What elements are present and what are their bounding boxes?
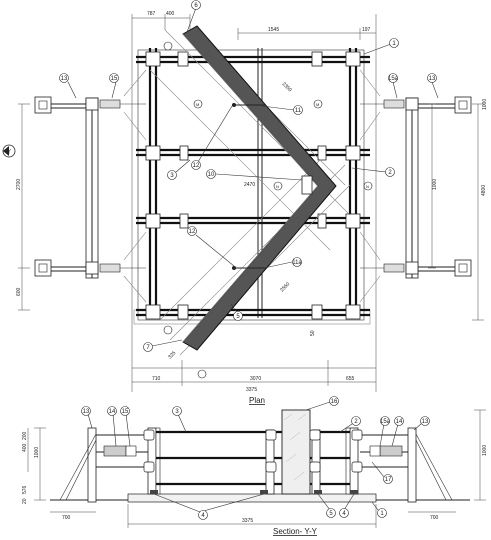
base-slab <box>127 493 377 503</box>
dim-bottom-mid: 3070 <box>250 376 261 382</box>
svg-text:M: M <box>196 102 199 107</box>
sec-balloon-2: 2 <box>354 419 358 425</box>
section-title: Section- Y-Y <box>273 527 318 536</box>
dim-top-right: 197 <box>362 27 371 33</box>
balloon-15a: 15a <box>388 76 399 82</box>
plan-balloons: 6 1 13 15 15a 13 11 3 12 <box>59 0 439 352</box>
balloon-3: 3 <box>170 173 174 179</box>
sec-balloon-3: 3 <box>175 409 179 415</box>
dim-small-325: 325 <box>167 350 177 360</box>
sec-balloon-4-right: 4 <box>342 511 346 517</box>
balloon-12-upper: 12 <box>193 163 200 169</box>
balloon-1: 1 <box>392 41 396 47</box>
dim-right-small: 1000 <box>432 179 438 190</box>
dim-right-upper: 1000 <box>482 99 488 110</box>
sec-balloon-15: 15 <box>122 409 129 415</box>
sec-dim-bottom-left: 700 <box>62 515 71 521</box>
dim-top-left-b: 400 <box>166 11 175 17</box>
dim-right-total: 4800 <box>481 185 487 196</box>
balloon-15: 15 <box>111 76 118 82</box>
chevron-walkway <box>182 25 337 351</box>
plan-view: M M N N <box>2 0 488 405</box>
section-balloons: 13 14 15 3 16 2 15a 14 13 <box>81 396 430 520</box>
balloon-13-right: 13 <box>429 76 436 82</box>
left-support <box>18 69 147 311</box>
dim-bottom-left: 710 <box>152 376 161 382</box>
sec-dim-left-200: 200 <box>22 431 28 440</box>
balloon-11: 11 <box>295 108 302 114</box>
balloon-10: 10 <box>208 172 215 178</box>
balloon-2: 2 <box>388 170 392 176</box>
dim-diag-lower: 2550 <box>279 281 291 293</box>
sec-balloon-13-right: 13 <box>422 419 429 425</box>
sec-balloon-13-left: 13 <box>83 409 90 415</box>
balloon-7: 7 <box>146 345 150 351</box>
sec-balloon-1: 1 <box>380 511 384 517</box>
sec-dim-left-1000: 1000 <box>34 447 40 458</box>
dim-left-upper: 2700 <box>16 179 22 190</box>
sec-balloon-14-left: 14 <box>109 409 116 415</box>
sec-balloon-14-right: 14 <box>396 419 403 425</box>
sec-dim-bottom-right: 700 <box>430 515 439 521</box>
central-column <box>281 409 311 495</box>
svg-text:N: N <box>366 184 369 189</box>
section-view: 1000 400 200 576 20 1000 700 3375 700 13… <box>22 396 488 536</box>
base-plinth <box>133 309 371 325</box>
sec-balloon-15a: 15a <box>380 419 391 425</box>
sec-dim-left-400: 400 <box>22 443 28 452</box>
dim-bottom-right: 655 <box>346 376 355 382</box>
dim-top-left-a: 787 <box>147 11 156 17</box>
balloon-12-lower: 12 <box>189 229 196 235</box>
sec-dim-left-20: 20 <box>22 498 28 504</box>
dim-inner: 2470 <box>244 182 255 188</box>
sec-balloon-17: 17 <box>385 477 392 483</box>
balloon-11a: 11a <box>292 260 302 266</box>
sec-balloon-5: 5 <box>329 511 333 517</box>
sec-dim-bottom-total: 3375 <box>242 518 253 524</box>
sec-balloon-4-left: 4 <box>201 513 205 519</box>
north-marker-group: M M N N <box>163 41 373 379</box>
sec-dim-left-576: 576 <box>22 485 28 494</box>
balloon-6: 6 <box>194 3 198 9</box>
section-marker-y: Y <box>2 144 16 158</box>
dim-small-50: 50 <box>310 330 316 336</box>
sec-balloon-16: 16 <box>331 399 338 405</box>
dim-diag-upper: 2350 <box>281 81 293 93</box>
sec-dim-right-1000: 1000 <box>482 445 488 456</box>
dim-bottom-total: 3375 <box>246 387 257 393</box>
balloon-5: 5 <box>236 314 240 320</box>
svg-text:N: N <box>276 184 279 189</box>
svg-text:M: M <box>316 102 319 107</box>
dim-left-lower: 600 <box>16 287 22 296</box>
dim-top-mid: 1545 <box>268 27 279 33</box>
right-support <box>359 69 484 321</box>
plan-title: Plan <box>249 396 265 405</box>
section-marker-label: Y <box>7 150 11 156</box>
balloon-13-left: 13 <box>61 76 68 82</box>
